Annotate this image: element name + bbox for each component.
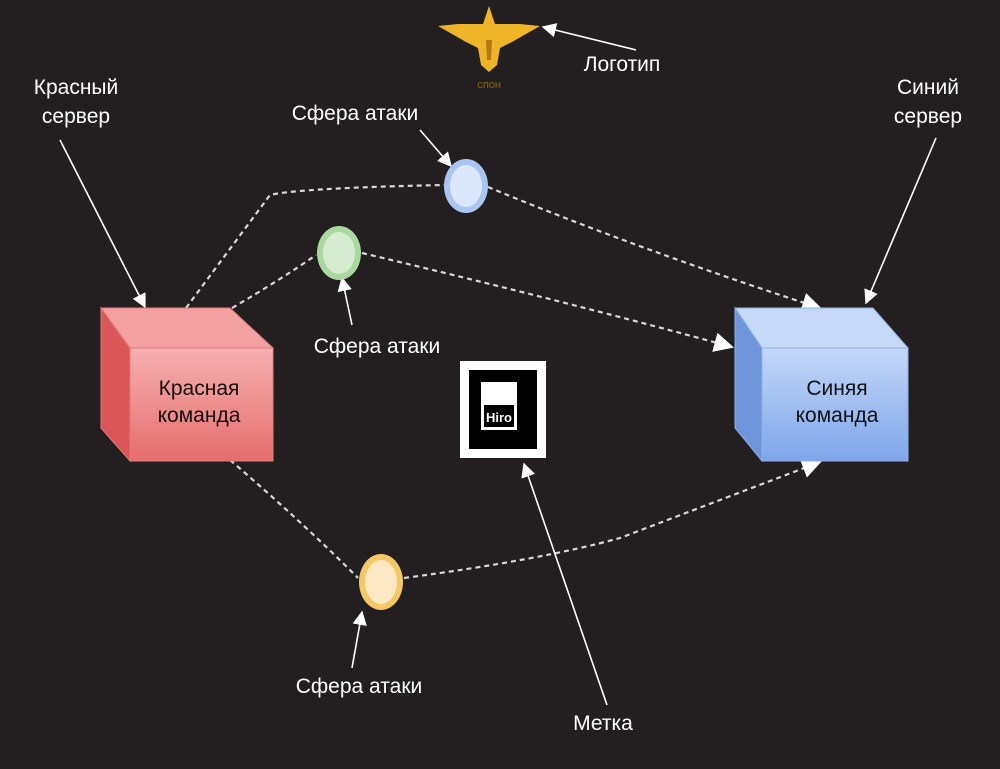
label-red-server-line2: сервер	[42, 105, 110, 128]
pointer-red-server	[59, 139, 146, 309]
red-team-label-line2: команда	[158, 404, 241, 427]
label-blue-server-line1: Синий	[897, 76, 959, 99]
attack-sphere-blue[interactable]	[444, 159, 488, 213]
link-red-to-yellow-sphere	[229, 459, 359, 579]
label-logo: Логотип	[584, 53, 661, 76]
red-team-cube[interactable]: Красная команда	[100, 306, 275, 463]
label-sphere-middle: Сфера атаки	[314, 335, 441, 358]
marker-text: Hiro	[486, 410, 512, 425]
blue-team-label-line1: Синяя	[806, 377, 867, 400]
pointer-marker	[521, 462, 608, 706]
red-cube-front	[129, 347, 274, 462]
label-sphere-bottom: Сфера атаки	[296, 675, 423, 698]
pointer-blue-server	[864, 137, 937, 305]
pointer-sphere-bottom	[351, 610, 367, 669]
pointer-sphere-top	[419, 129, 452, 168]
label-sphere-top: Сфера атаки	[292, 102, 419, 125]
label-blue-server-line2: сервер	[894, 105, 962, 128]
red-team-label-line1: Красная	[159, 377, 240, 400]
blue-cube-front	[761, 347, 909, 462]
link-yellow-sphere-to-blue-team	[403, 459, 822, 580]
hiro-marker-icon[interactable]: Hiro	[460, 361, 546, 458]
label-marker: Метка	[573, 712, 633, 735]
connector-lines	[185, 183, 822, 580]
pointer-logo	[541, 23, 637, 51]
blue-team-cube[interactable]: Синяя команда	[734, 306, 910, 463]
link-green-sphere-to-blue-team	[361, 251, 734, 352]
eagle-logo-icon: СПОН	[438, 6, 540, 90]
attack-sphere-green[interactable]	[317, 226, 361, 280]
link-red-to-green-sphere	[231, 254, 317, 309]
blue-team-label-line2: команда	[796, 404, 879, 427]
label-red-server-line1: Красный	[34, 76, 119, 99]
link-red-to-blue-sphere	[185, 183, 445, 309]
logo-text: СПОН	[477, 81, 501, 90]
pointer-arrows	[59, 23, 937, 706]
pointer-sphere-middle	[337, 276, 353, 326]
attack-sphere-yellow[interactable]	[359, 554, 403, 610]
